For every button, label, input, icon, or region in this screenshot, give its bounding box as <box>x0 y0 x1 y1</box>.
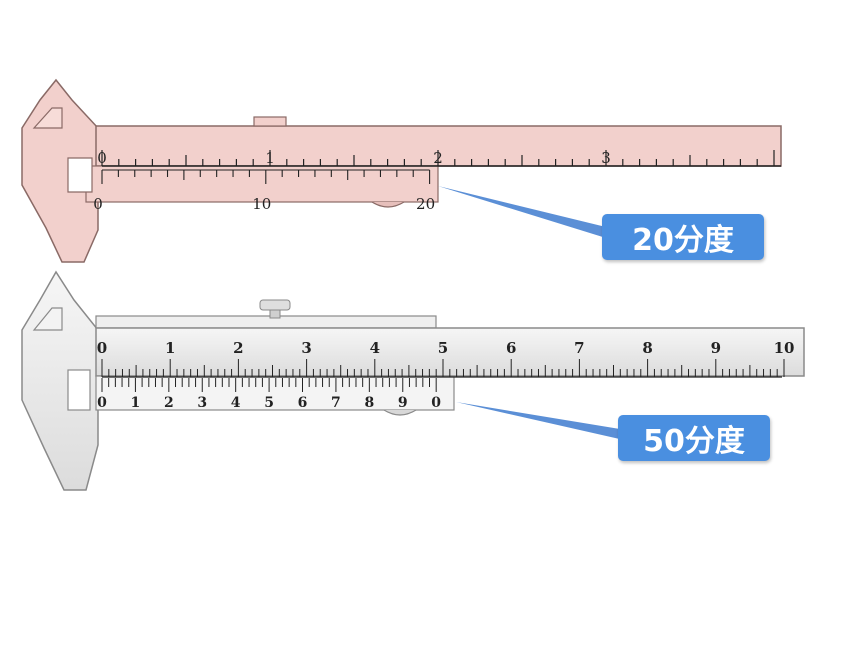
caliper-50-main-label: 8 <box>642 339 652 357</box>
caliper-20-vernier-label: 0 <box>93 195 103 213</box>
caliper-50-lock-screw-head <box>259 299 291 311</box>
caliper-50-vernier-label: 8 <box>364 395 374 411</box>
callout-50-division: 50分度 <box>618 415 770 461</box>
caliper-20-vernier-label: 10 <box>252 195 271 213</box>
caliper-50-vernier-label: 7 <box>331 395 341 411</box>
caliper-20-vernier-ticks <box>101 169 431 184</box>
caliper-20-vernier-label: 20 <box>416 195 435 213</box>
caliper-50-vernier-label: 0 <box>97 395 107 411</box>
caliper-50-thumb-wheel <box>383 409 417 416</box>
caliper-50-upper-jaw <box>32 307 63 331</box>
caliper-50-main-label: 3 <box>301 339 311 357</box>
caliper-50-vernier-labels: 0 1 2 3 4 5 6 7 8 9 0 <box>97 395 441 411</box>
caliper-50-main-ticks <box>101 359 785 377</box>
caliper-20-vernier-plate <box>85 165 439 203</box>
caliper-50-main-label: 5 <box>438 339 448 357</box>
caliper-50-main-label: 7 <box>574 339 584 357</box>
caliper-50-jaw-window <box>67 369 91 411</box>
caliper-20-main-label: 3 <box>601 149 611 167</box>
caliper-20-upper-jaw <box>32 107 63 129</box>
caliper-50-main-label: 0 <box>97 339 107 357</box>
caliper-20-main-labels: 0 1 2 3 <box>97 149 611 167</box>
callout-20-division: 20分度 <box>602 214 764 260</box>
caliper-50-main-label: 6 <box>506 339 516 357</box>
caliper-50-main-beam <box>95 327 805 377</box>
caliper-20-main-ticks <box>101 150 775 166</box>
caliper-50-vernier-label: 4 <box>231 395 241 411</box>
caliper-20-main-label: 2 <box>433 149 443 167</box>
caliper-50-main-label: 1 <box>165 339 175 357</box>
caliper-50-main-label: 9 <box>711 339 721 357</box>
caliper-20-lock-screw <box>253 116 287 127</box>
caliper-50-vernier-label: 6 <box>298 395 308 411</box>
caliper-50-vernier-label: 2 <box>164 395 174 411</box>
caliper-20-main-label: 0 <box>97 149 107 167</box>
caliper-20-pointer <box>438 186 610 238</box>
caliper-20-division: 0 1 2 3 0 10 20 <box>21 78 782 263</box>
caliper-50-vernier-label: 1 <box>131 395 141 411</box>
caliper-50-vernier-plate <box>95 375 455 411</box>
caliper-50-main-labels: 0 1 2 3 4 5 6 7 8 9 10 <box>97 339 795 357</box>
caliper-50-vernier-ticks <box>101 378 437 392</box>
caliper-50-main-label: 10 <box>774 339 795 357</box>
caliper-20-main-label: 1 <box>265 149 275 167</box>
caliper-50-vernier-label: 0 <box>431 395 441 411</box>
caliper-50-lock-screw-stem <box>269 309 281 319</box>
caliper-50-slider-top <box>95 315 437 329</box>
caliper-20-jaw-window <box>67 157 93 193</box>
caliper-20-vernier-labels: 0 10 20 <box>93 195 435 213</box>
caliper-50-vernier-label: 5 <box>264 395 274 411</box>
caliper-50-main-label: 2 <box>233 339 243 357</box>
caliper-50-vernier-label: 3 <box>197 395 207 411</box>
caliper-50-main-label: 4 <box>370 339 380 357</box>
caliper-50-vernier-label: 9 <box>398 395 408 411</box>
caliper-20-thumb-wheel <box>371 201 405 208</box>
caliper-50-pointer <box>456 402 626 440</box>
caliper-50-division: 0 1 2 3 4 5 6 7 8 9 10 0 1 2 3 4 5 6 7 8 9 0 <box>21 270 805 491</box>
